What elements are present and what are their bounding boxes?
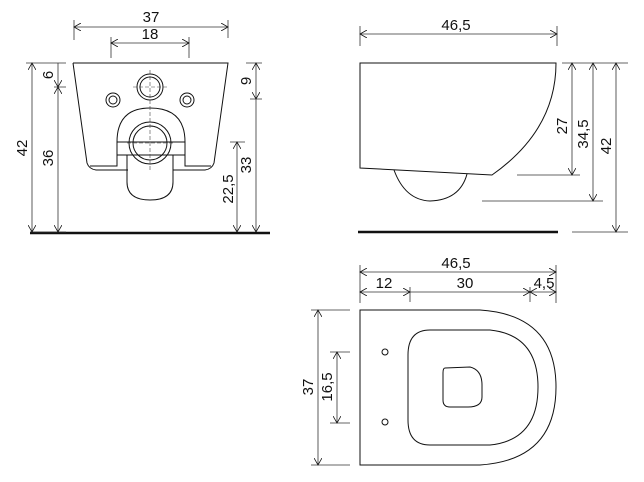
front-view: 37 18 42 6 36 9 33 22,5 xyxy=(14,9,270,235)
toilet-side-outline xyxy=(359,62,557,176)
dim-outlet-level: 34,5 xyxy=(575,119,592,148)
dim-inlet-spacing: 18 xyxy=(142,26,159,43)
side-view: 46,5 27 34,5 42 xyxy=(358,17,628,234)
fixing-hole xyxy=(381,348,389,356)
drain-opening xyxy=(442,366,483,408)
dim-inlet-height: 33 xyxy=(238,157,255,174)
dim-side-height: 42 xyxy=(598,138,615,155)
top-view: 46,5 12 30 4,5 37 16,5 xyxy=(300,255,556,465)
dim-top-width: 37 xyxy=(300,379,317,396)
dim-seat-length: 30 xyxy=(457,275,474,292)
dim-rear-to-seat: 12 xyxy=(376,275,393,292)
dim-fixing-spacing: 16,5 xyxy=(319,372,336,401)
dim-height-to-fixing: 36 xyxy=(40,150,57,167)
fixing-hole xyxy=(381,418,389,426)
dim-front-overhang: 4,5 xyxy=(534,275,555,292)
toilet-top-outline xyxy=(359,309,557,466)
dim-bowl-depth: 27 xyxy=(554,118,571,135)
dim-top-to-inlet: 9 xyxy=(238,77,255,85)
seat-opening xyxy=(407,329,539,446)
bowl-outlet-outline xyxy=(393,169,468,202)
dim-width: 37 xyxy=(143,9,160,26)
dim-top-to-fixing: 6 xyxy=(40,71,57,79)
toilet-front-outline xyxy=(72,62,229,201)
dim-outlet-height: 22,5 xyxy=(220,174,237,203)
dim-height-overall: 42 xyxy=(14,140,31,157)
dim-top-depth: 46,5 xyxy=(441,255,470,272)
dim-side-depth: 46,5 xyxy=(441,17,470,34)
